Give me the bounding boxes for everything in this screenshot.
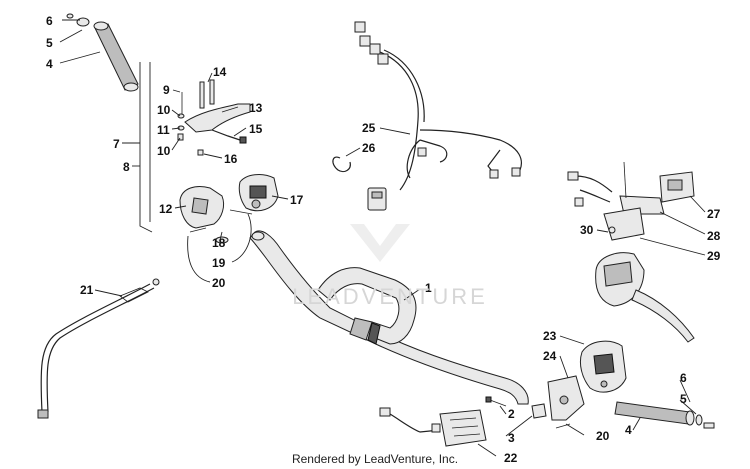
- left-switch: [238, 174, 279, 212]
- callout-8: 8: [123, 160, 130, 174]
- callouts: 6 5 4 14 9 13 10 11 15 7 10 16 8 17 12 1…: [46, 14, 721, 465]
- callout-21: 21: [80, 283, 94, 297]
- right-control-housing: [579, 340, 627, 393]
- right-switch-assembly: [567, 161, 695, 241]
- callout-14: 14: [213, 65, 227, 79]
- callout-10-upper: 10: [157, 103, 171, 117]
- callout-6-left: 6: [46, 14, 53, 28]
- callout-16: 16: [224, 152, 238, 166]
- callout-23: 23: [543, 329, 557, 343]
- handlebar: [249, 230, 529, 405]
- watermark-logo: [350, 224, 410, 262]
- callout-5-left: 5: [46, 36, 53, 50]
- callout-25: 25: [362, 121, 376, 135]
- callout-27: 27: [707, 207, 721, 221]
- callout-20-left: 20: [212, 276, 226, 290]
- heater-element: [379, 407, 487, 447]
- mounting-bracket: [547, 375, 585, 429]
- callout-6-right: 6: [680, 371, 687, 385]
- callout-24: 24: [543, 349, 557, 363]
- callout-28: 28: [707, 229, 721, 243]
- callout-26: 26: [362, 141, 376, 155]
- callout-5-right: 5: [680, 392, 687, 406]
- watermark-text: LEADVENTURE: [292, 284, 488, 309]
- plug: [531, 403, 547, 419]
- callout-12: 12: [159, 202, 173, 216]
- callout-30: 30: [580, 223, 594, 237]
- callout-1: 1: [425, 281, 432, 295]
- callout-11: 11: [157, 123, 170, 137]
- brake-master-cylinder: [595, 252, 695, 343]
- right-grip: [614, 401, 715, 429]
- harness-clip: [332, 156, 351, 173]
- callout-17: 17: [290, 193, 304, 207]
- callout-15: 15: [249, 122, 263, 136]
- callout-19: 19: [212, 256, 226, 270]
- callout-7: 7: [113, 137, 120, 151]
- callout-4-right: 4: [625, 423, 632, 437]
- callout-18: 18: [212, 236, 226, 250]
- throttle-cable: [37, 278, 160, 419]
- credit-text: Rendered by LeadVenture, Inc.: [291, 452, 459, 466]
- throttle-lever: [177, 79, 251, 156]
- callout-9: 9: [163, 83, 170, 97]
- callout-29: 29: [707, 249, 721, 263]
- screw: [485, 396, 507, 407]
- wiring-harness: [354, 21, 522, 211]
- callout-13: 13: [249, 101, 263, 115]
- leader-lines: [59, 19, 706, 457]
- left-grip: [93, 21, 139, 92]
- callout-2: 2: [508, 407, 515, 421]
- callout-22: 22: [504, 451, 518, 465]
- callout-4-left: 4: [46, 57, 53, 71]
- throttle-housing: [179, 186, 253, 244]
- callout-20-right: 20: [596, 429, 610, 443]
- callout-10-lower: 10: [157, 144, 171, 158]
- callout-3: 3: [508, 431, 515, 445]
